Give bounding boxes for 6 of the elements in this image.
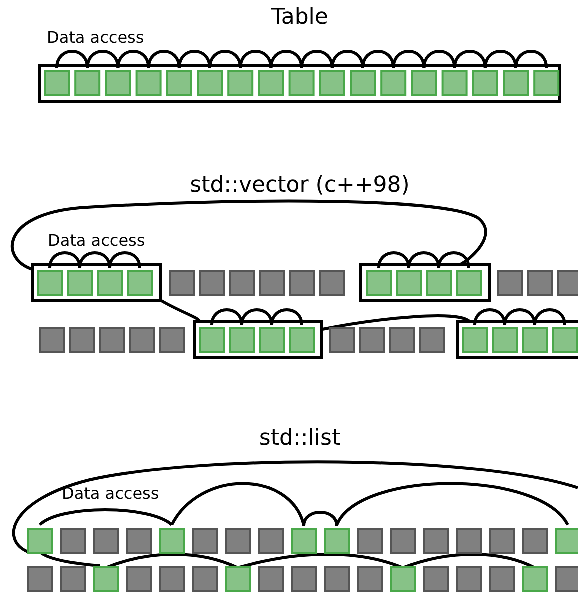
annotation-text: Data access — [48, 232, 146, 250]
annotation-text: Data access — [62, 485, 160, 503]
annotation-text: Data access — [47, 29, 144, 47]
section-heading: std::list — [259, 427, 341, 452]
section-heading: std::vector (c++98) — [190, 174, 410, 198]
section-heading: Table — [272, 6, 328, 30]
